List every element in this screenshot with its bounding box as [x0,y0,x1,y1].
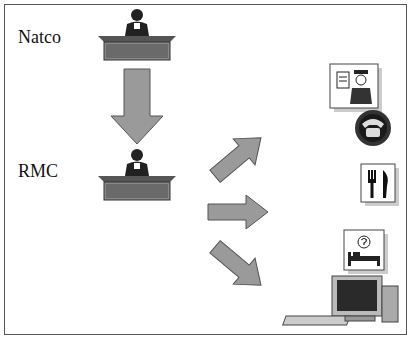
computer-icon [283,276,398,325]
phone-icon [355,110,391,146]
flow-arrow [111,69,163,144]
office-node: Natco [14,6,182,66]
service-arrows [204,125,272,299]
desk-illustration [94,146,180,204]
office-node: RMC [14,146,182,204]
office-label: RMC [18,162,58,182]
bed-icon [344,230,388,274]
guard-icon [330,64,382,112]
cutlery-icon [361,164,399,206]
office-label: Natco [18,28,61,48]
desk-illustration [94,6,180,64]
